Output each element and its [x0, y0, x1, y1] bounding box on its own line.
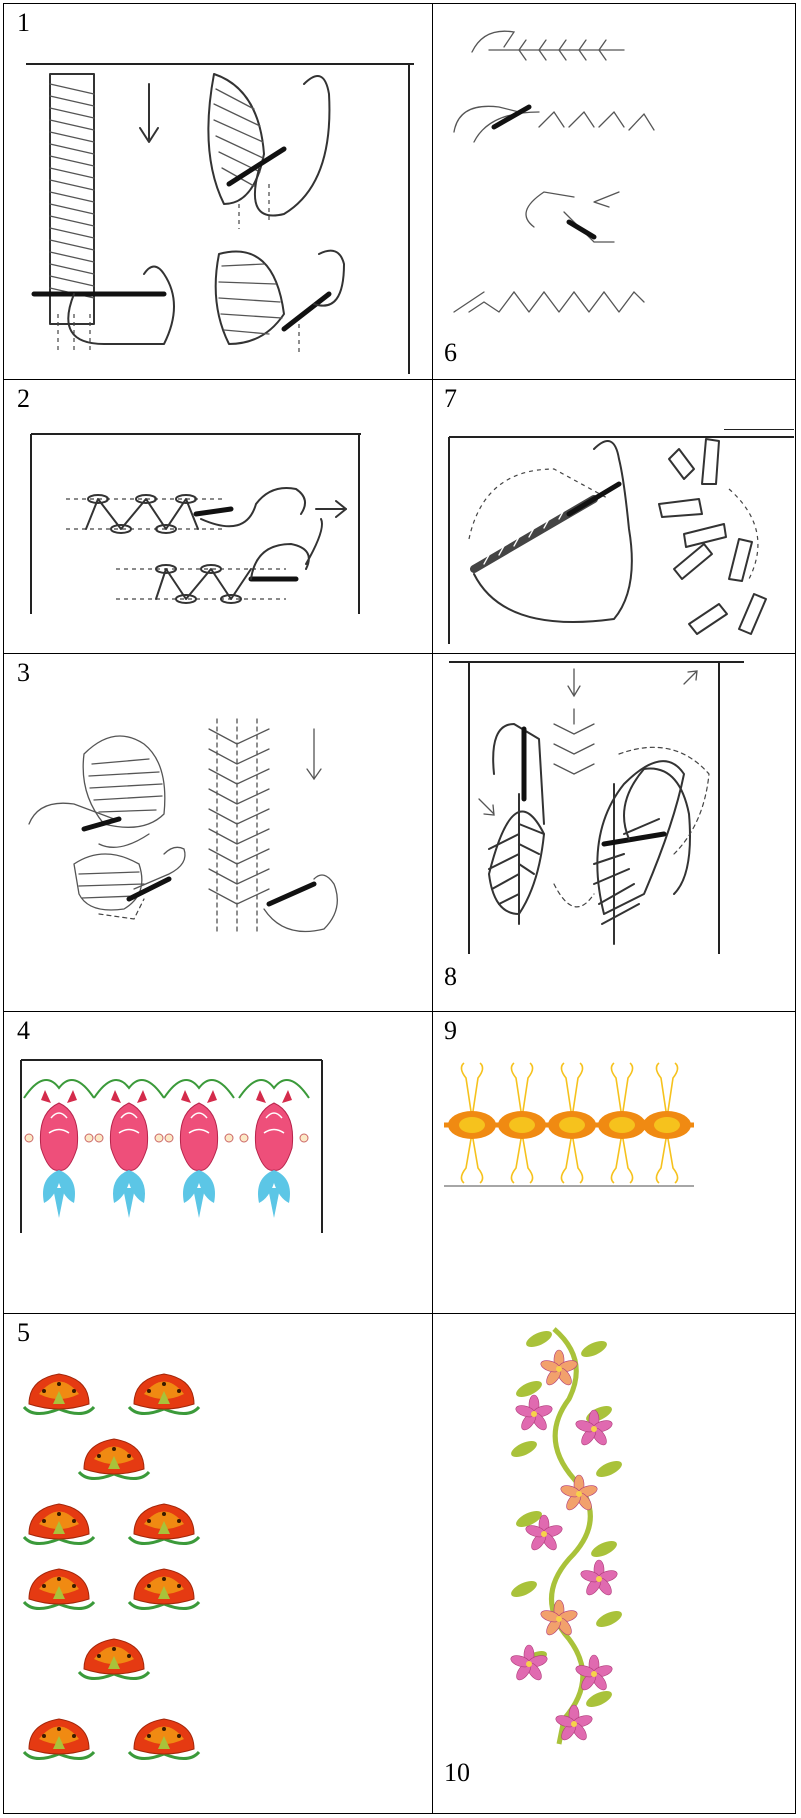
pink-flower-motif: [509, 1645, 548, 1682]
red-flower-motif: [129, 1569, 199, 1609]
column-divider: [432, 4, 433, 1813]
red-flower-pattern: [19, 1354, 209, 1814]
zigzag-stitch-diagram: [26, 429, 366, 614]
red-flower-motif: [129, 1504, 199, 1544]
orange-motif: [498, 1063, 546, 1183]
bell-flower-motif: [239, 1080, 309, 1218]
cell-number-5: 5: [17, 1320, 30, 1346]
pink-flower-vine-pattern: [499, 1319, 649, 1749]
pink-flower-motif: [514, 1395, 553, 1432]
cell-number-9: 9: [444, 1018, 457, 1044]
row-divider: [4, 379, 795, 380]
bullion-stitch-diagram: [444, 429, 794, 644]
leaf: [579, 1338, 609, 1361]
red-flower-motif: [79, 1639, 149, 1679]
leaf: [594, 1608, 624, 1631]
stitch-table: 1 2 3 4 5 6 7 8 9 10: [3, 3, 796, 1814]
pink-flower-motif: [539, 1600, 578, 1637]
row-divider: [4, 1011, 795, 1012]
cell-number-2: 2: [17, 386, 30, 412]
fishbone-stitch-diagram: [24, 704, 404, 954]
pink-flower-motif: [559, 1475, 598, 1512]
red-flower-motif: [129, 1719, 199, 1759]
leaf: [594, 1458, 624, 1481]
bell-flower-motif: [24, 1080, 94, 1218]
satin-stitch-diagram: [14, 54, 414, 374]
orange-motif: [643, 1063, 691, 1183]
pink-flower-motif: [579, 1560, 618, 1597]
cell-number-1: 1: [17, 10, 30, 36]
bell-flower-motif: [94, 1080, 164, 1218]
row-divider: [4, 1313, 795, 1314]
leaf: [584, 1688, 614, 1711]
cell-number-10: 10: [444, 1760, 470, 1786]
fly-stitch-diagram: [444, 12, 774, 342]
leaf: [514, 1378, 544, 1401]
leaf: [509, 1578, 539, 1601]
cell-number-7: 7: [444, 386, 457, 412]
leaf: [524, 1328, 554, 1351]
bell-flower-motif: [164, 1080, 234, 1218]
cell-number-6: 6: [444, 340, 457, 366]
red-flower-motif: [79, 1439, 149, 1479]
bell-flower-border-pattern: [19, 1058, 324, 1233]
orange-border-pattern: [444, 1058, 694, 1188]
leaf-stitch-diagram: [444, 654, 744, 954]
red-flower-motif: [129, 1374, 199, 1414]
orange-motif: [598, 1063, 646, 1183]
pink-flower-motif: [574, 1410, 613, 1447]
red-flower-motif: [24, 1504, 94, 1544]
red-flower-motif: [24, 1374, 94, 1414]
leaf: [509, 1438, 539, 1461]
red-flower-motif: [24, 1719, 94, 1759]
cell-number-4: 4: [17, 1018, 30, 1044]
orange-motif: [448, 1063, 496, 1183]
orange-motif: [548, 1063, 596, 1183]
cell-number-3: 3: [17, 660, 30, 686]
leaf: [589, 1538, 619, 1561]
red-flower-motif: [24, 1569, 94, 1609]
cell-number-8: 8: [444, 964, 457, 990]
